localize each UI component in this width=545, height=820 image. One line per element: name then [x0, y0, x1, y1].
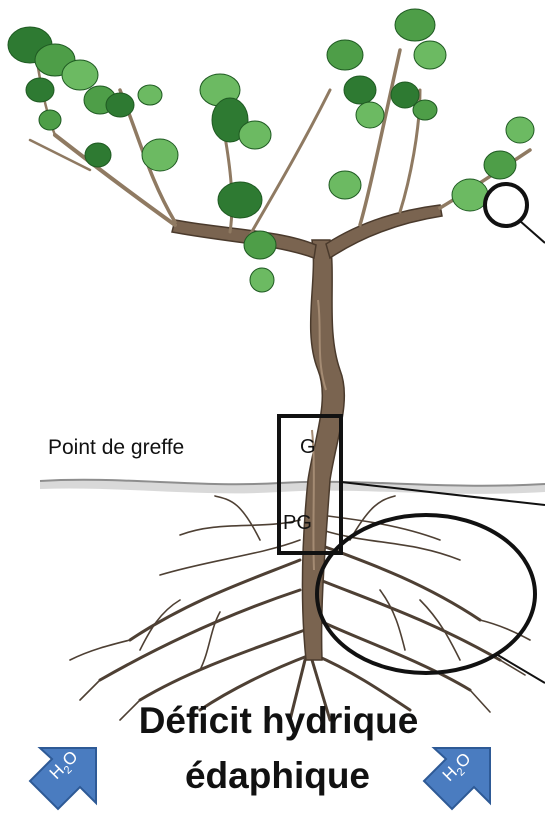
leaf-magnifier-marker	[485, 184, 545, 243]
graft-point-label: Point de greffe	[48, 436, 184, 460]
branches	[172, 205, 442, 258]
scion-label: G	[300, 436, 316, 459]
title-line-2: édaphique	[0, 755, 545, 797]
foliage	[8, 9, 534, 292]
canes	[30, 50, 530, 235]
rootstock-label: PG	[283, 512, 312, 535]
soil-surface	[40, 480, 545, 494]
root-zoom-marker	[317, 515, 545, 683]
title-line-1: Déficit hydrique	[0, 700, 545, 742]
